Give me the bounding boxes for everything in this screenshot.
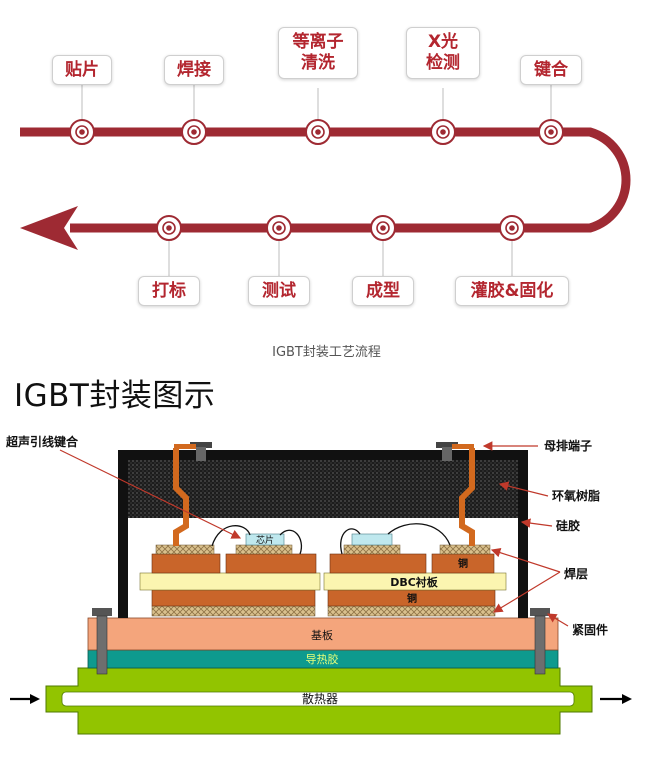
igbt-cross-section: 散热器 导热胶 基板 bbox=[5, 434, 632, 735]
callout-busbar: 母排端子 bbox=[544, 438, 592, 453]
fastener-right bbox=[530, 608, 550, 675]
bond-wires bbox=[211, 523, 451, 555]
process-flow: 贴片 焊接 等离子 清洗 X光 检测 键合 打标 测试 成型 灌胶&固化 bbox=[0, 0, 653, 330]
copper-upper-2 bbox=[225, 553, 317, 574]
copper-upper-label: 铜 bbox=[458, 557, 468, 570]
baseplate-label: 基板 bbox=[311, 628, 333, 642]
heatsink bbox=[45, 667, 593, 735]
igbt-package-diagram: 散热器 导热胶 基板 bbox=[0, 420, 653, 763]
diagram-heading: IGBT封装图示 bbox=[14, 378, 216, 414]
copper-lower-left bbox=[151, 589, 316, 607]
callout-solder: 焊层 bbox=[564, 566, 588, 581]
copper-upper-1 bbox=[151, 553, 221, 574]
solder-bottom-right bbox=[327, 605, 496, 617]
process-track bbox=[20, 84, 631, 276]
solder-upper-4 bbox=[439, 544, 491, 555]
thermal-paste-label: 导热胶 bbox=[306, 652, 339, 666]
solder-upper-1 bbox=[155, 544, 215, 555]
step-soldering: 焊接 bbox=[164, 55, 224, 85]
node-6 bbox=[156, 215, 182, 241]
step-bonding: 键合 bbox=[520, 55, 582, 85]
dbc-label: DBC衬板 bbox=[390, 575, 439, 589]
callout-wire-bond: 超声引线键合 bbox=[5, 434, 79, 449]
callout-epoxy: 环氧树脂 bbox=[552, 488, 600, 503]
fastener-left bbox=[92, 608, 112, 675]
dbc-left bbox=[139, 572, 321, 591]
solder-upper-3 bbox=[343, 544, 401, 555]
flow-out-arrow bbox=[600, 694, 632, 704]
node-8 bbox=[370, 215, 396, 241]
node-1 bbox=[69, 119, 95, 145]
step-xray-inspect: X光 检测 bbox=[406, 27, 480, 79]
node-5 bbox=[538, 119, 564, 145]
node-9 bbox=[499, 215, 525, 241]
solder-upper-2 bbox=[235, 544, 293, 555]
connector-lines bbox=[81, 84, 552, 276]
process-track-line bbox=[20, 127, 631, 233]
housing bbox=[118, 450, 528, 618]
node-7 bbox=[266, 215, 292, 241]
chip-label: 芯片 bbox=[256, 534, 274, 546]
node-3 bbox=[305, 119, 331, 145]
copper-upper-3 bbox=[329, 553, 427, 574]
chip-left bbox=[245, 533, 285, 546]
chip-right bbox=[351, 533, 393, 546]
callout-fastener: 紧固件 bbox=[572, 622, 608, 637]
step-forming: 成型 bbox=[352, 276, 414, 306]
node-2 bbox=[181, 119, 207, 145]
copper-lower-label: 铜 bbox=[407, 592, 417, 605]
step-plasma-clean: 等离子 清洗 bbox=[278, 27, 358, 79]
process-caption: IGBT封装工艺流程 bbox=[272, 345, 381, 360]
process-arrow-head bbox=[20, 206, 78, 250]
callout-silicone: 硅胶 bbox=[556, 518, 580, 533]
step-paste-chip: 贴片 bbox=[52, 55, 112, 85]
solder-bottom-left bbox=[151, 605, 316, 617]
epoxy-layer bbox=[128, 460, 518, 518]
node-4 bbox=[430, 119, 456, 145]
heatsink-label: 散热器 bbox=[302, 691, 338, 706]
heatsink-channel bbox=[61, 691, 575, 707]
step-marking: 打标 bbox=[138, 276, 200, 306]
flow-in-arrow bbox=[10, 694, 40, 704]
step-testing: 测试 bbox=[248, 276, 310, 306]
busbar-right bbox=[436, 442, 475, 546]
baseplate bbox=[87, 617, 559, 651]
step-potting-curing: 灌胶&固化 bbox=[455, 276, 569, 306]
process-nodes bbox=[69, 119, 564, 241]
callout-lines bbox=[59, 441, 569, 627]
